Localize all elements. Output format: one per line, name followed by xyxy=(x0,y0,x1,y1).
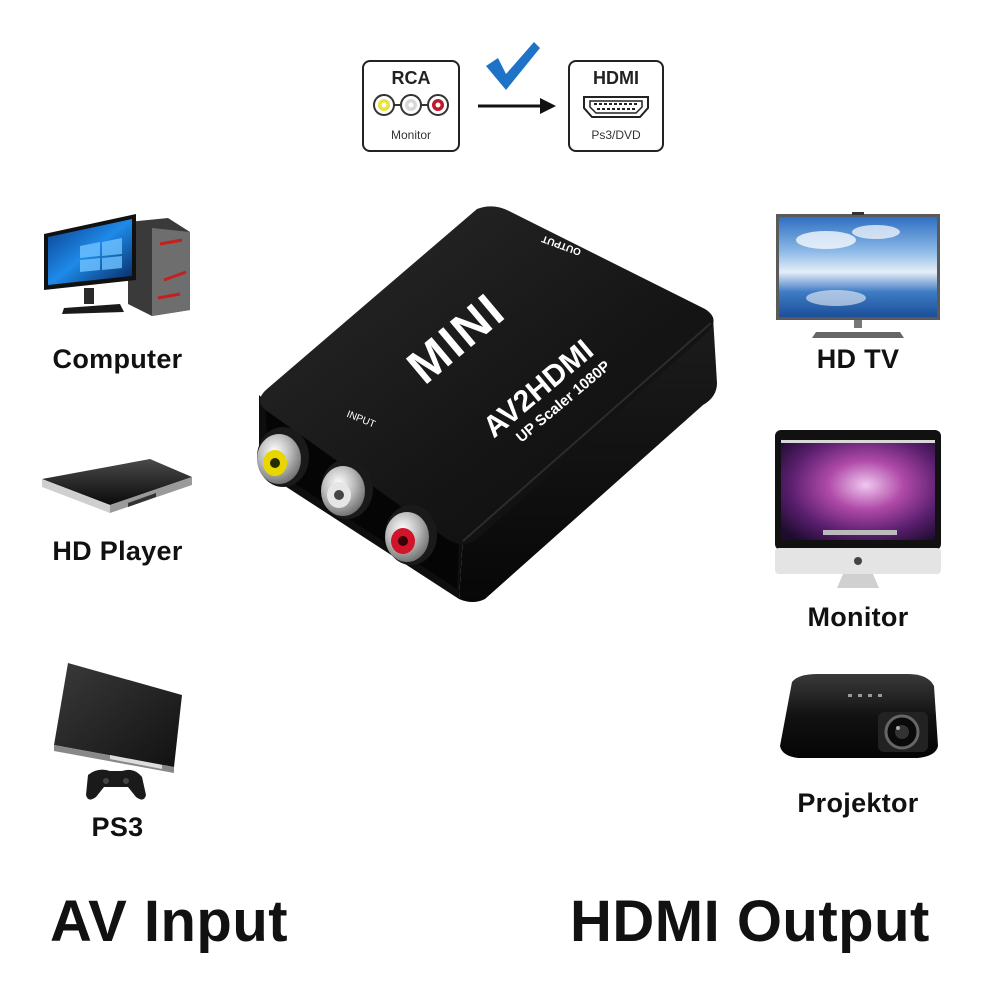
hdtv-label: HD TV xyxy=(816,344,900,374)
projector-label: Projektor xyxy=(797,788,919,818)
computer-label: Computer xyxy=(52,344,183,374)
hdmi-box: HDMI Ps3/DVD xyxy=(568,60,664,152)
rca-port-yellow xyxy=(257,427,309,487)
av-input-heading: AV Input xyxy=(50,889,289,954)
right-arrow-icon xyxy=(478,98,556,114)
converter-device: MINI AV2HDMI UP Scaler 1080P INPUT OUTPU… xyxy=(245,205,725,605)
monitor-label: Monitor xyxy=(807,602,909,632)
ps3-label: PS3 xyxy=(91,812,144,842)
rca-jacks-icon xyxy=(373,94,449,116)
rca-port-white xyxy=(321,459,373,519)
computer-icon xyxy=(44,214,190,316)
checkmark-icon xyxy=(486,42,540,90)
converter-body-icon xyxy=(257,206,717,602)
rca-subtitle: Monitor xyxy=(390,128,431,142)
rca-port-red xyxy=(385,505,437,565)
rca-box: RCA Monitor xyxy=(362,60,460,152)
hdmi-title: HDMI xyxy=(593,68,639,88)
projector-icon xyxy=(780,674,938,758)
hd-player-icon xyxy=(42,459,192,513)
hdtv-icon xyxy=(776,212,940,338)
hdmi-subtitle: Ps3/DVD xyxy=(591,128,641,142)
ps3-icon xyxy=(54,663,182,800)
hdmi-port-icon xyxy=(583,96,649,118)
hdmi-output-heading: HDMI Output xyxy=(570,889,930,954)
rca-title: RCA xyxy=(391,68,431,88)
monitor-icon xyxy=(775,430,941,588)
hd-player-label: HD Player xyxy=(52,536,183,566)
